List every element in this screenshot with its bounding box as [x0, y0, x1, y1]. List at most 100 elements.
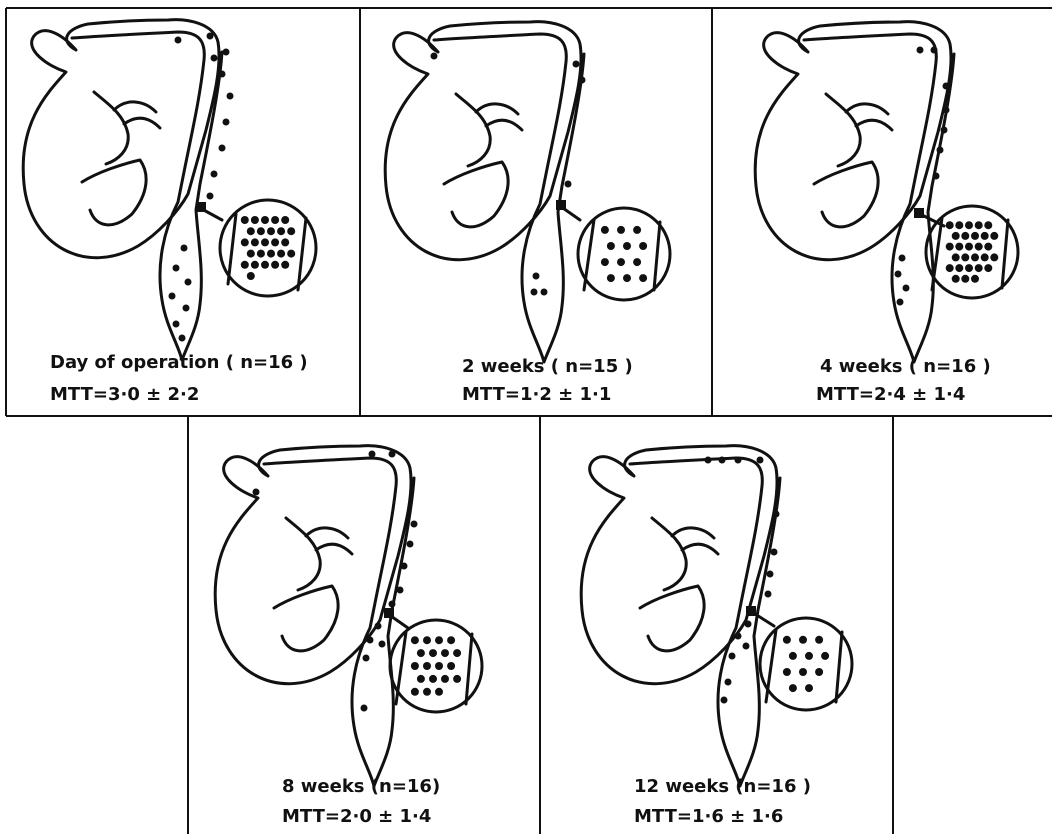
inset-dot: [946, 243, 954, 251]
inset-dot: [411, 688, 419, 696]
inset-dot: [251, 238, 259, 246]
inset-dot: [971, 275, 979, 283]
inset-dot: [946, 221, 954, 229]
colon-diagram: [385, 22, 584, 362]
marker-dots: [705, 457, 780, 704]
inset-dot: [783, 668, 791, 676]
inset-dot: [984, 264, 992, 272]
panel-8-weeks: 8 weeks (n=16) MTT=2·0 ± 1·4: [215, 446, 482, 827]
inset-dot: [261, 238, 269, 246]
magnified-inset: [926, 206, 1018, 298]
inset-dot: [975, 221, 983, 229]
inset-dot: [965, 221, 973, 229]
panel-label: 4 weeks ( n=16 ): [820, 356, 991, 377]
inset-dot: [447, 662, 455, 670]
inset-dot: [990, 232, 998, 240]
inset-dot: [955, 264, 963, 272]
inset-dot: [984, 243, 992, 251]
inset-dot: [617, 258, 625, 266]
inset-dot: [423, 662, 431, 670]
panel-label: 2 weeks ( n=15 ): [462, 356, 633, 377]
inset-dot: [623, 274, 631, 282]
inset-dot: [261, 261, 269, 269]
marker-dots: [895, 47, 950, 306]
inset-dot: [429, 675, 437, 683]
inset-dot: [975, 243, 983, 251]
inset-dot: [946, 264, 954, 272]
junction-marker: [914, 208, 924, 218]
inset-dot: [453, 675, 461, 683]
magnified-inset: [390, 620, 482, 712]
inset-dot: [453, 649, 461, 657]
panel-2-weeks: 2 weeks ( n=15 ) MTT=1·2 ± 1·1: [385, 22, 670, 405]
junction-marker: [556, 200, 566, 210]
inset-dot: [617, 226, 625, 234]
inset-dot: [783, 636, 791, 644]
inset-dot: [281, 216, 289, 224]
inset-dot: [607, 274, 615, 282]
inset-dot: [435, 636, 443, 644]
inset-dot: [961, 275, 969, 283]
inset-dot: [411, 662, 419, 670]
magnified-inset: [578, 208, 670, 300]
inset-dot: [601, 258, 609, 266]
inset-dot: [287, 250, 295, 258]
mtt-value: MTT=2·4 ± 1·4: [816, 384, 965, 405]
inset-dot: [961, 232, 969, 240]
inset-dot: [447, 636, 455, 644]
inset-dot: [287, 227, 295, 235]
inset-dot: [251, 261, 259, 269]
inset-dot: [601, 226, 609, 234]
mtt-value: MTT=3·0 ± 2·2: [50, 384, 199, 405]
mtt-value: MTT=1·2 ± 1·1: [462, 384, 611, 405]
inset-dot: [423, 688, 431, 696]
inset-dot: [955, 243, 963, 251]
inset-dot: [261, 216, 269, 224]
inset-dot: [805, 652, 813, 660]
magnified-inset: [220, 200, 316, 296]
inset-dot: [257, 250, 265, 258]
junction-marker: [746, 606, 756, 616]
panel-frames: [6, 8, 1052, 834]
inset-dot: [277, 227, 285, 235]
inset-dot: [639, 274, 647, 282]
junction-marker: [384, 608, 394, 618]
inset-dot: [277, 250, 285, 258]
inset-dot: [955, 221, 963, 229]
panel-day-of-operation: Day of operation ( n=16 ) MTT=3·0 ± 2·2: [23, 20, 316, 405]
inset-dot: [607, 242, 615, 250]
inset-dot: [267, 227, 275, 235]
inset-dot: [247, 272, 255, 280]
inset-dot: [411, 636, 419, 644]
inset-dot: [952, 275, 960, 283]
inset-dot: [961, 253, 969, 261]
junction-marker: [196, 202, 206, 212]
colon-diagram: [755, 22, 954, 362]
inset-dot: [429, 649, 437, 657]
inset-dot: [417, 649, 425, 657]
inset-dot: [799, 668, 807, 676]
inset-dot: [623, 242, 631, 250]
inset-dot: [271, 238, 279, 246]
inset-dot: [441, 649, 449, 657]
inset-dot: [952, 253, 960, 261]
inset-dot: [990, 253, 998, 261]
inset-dot: [423, 636, 431, 644]
panel-12-weeks: 12 weeks (n=16 ) MTT=1·6 ± 1·6: [581, 446, 852, 827]
inset-dot: [417, 675, 425, 683]
mtt-value: MTT=1·6 ± 1·6: [634, 806, 783, 827]
inset-dot: [257, 227, 265, 235]
inset-dot: [952, 232, 960, 240]
inset-dot: [971, 253, 979, 261]
inset-dot: [789, 652, 797, 660]
inset-dot: [821, 652, 829, 660]
inset-dot: [975, 264, 983, 272]
magnified-inset: [760, 618, 852, 710]
inset-dot: [639, 242, 647, 250]
inset-dot: [633, 258, 641, 266]
inset-dot: [633, 226, 641, 234]
inset-dot: [441, 675, 449, 683]
inset-dot: [281, 238, 289, 246]
inset-dot: [981, 232, 989, 240]
